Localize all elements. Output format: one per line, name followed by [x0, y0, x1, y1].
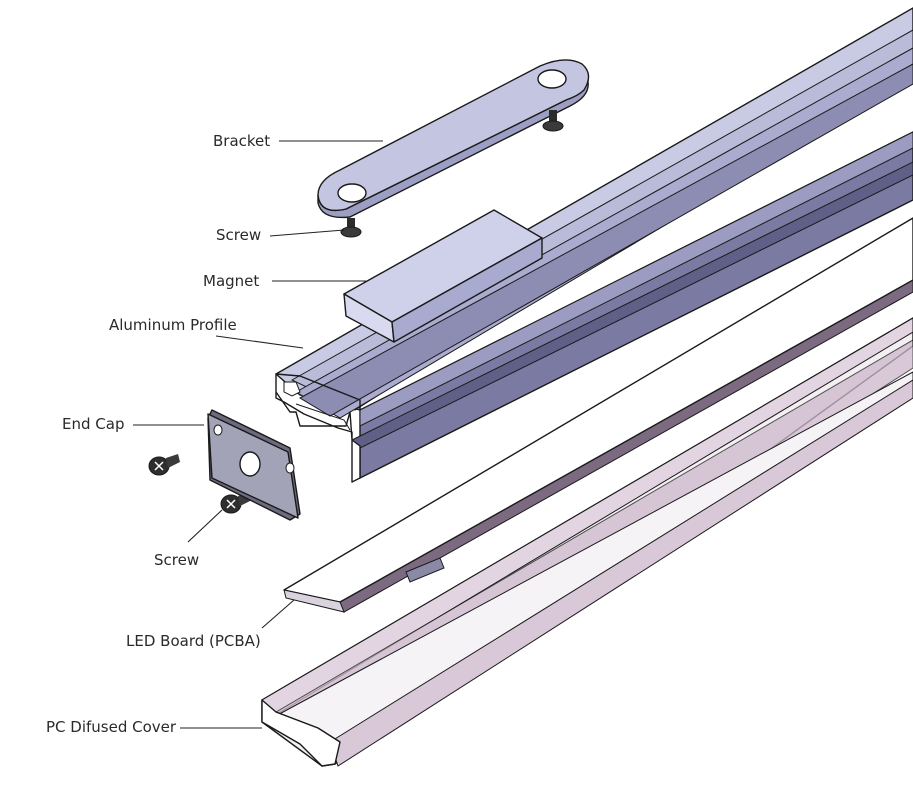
- end-cap-screw-left: [148, 454, 180, 476]
- label-screw-bottom: Screw: [154, 551, 200, 569]
- pc-cover-part: [261, 317, 913, 767]
- bracket-part: [317, 59, 590, 219]
- label-end-cap: End Cap: [62, 415, 125, 433]
- label-pc-cover: PC Difused Cover: [46, 718, 177, 736]
- label-screw-top: Screw: [216, 226, 262, 244]
- leader-lines: [133, 140, 383, 729]
- bracket-screw-bottom: [340, 218, 362, 238]
- label-magnet: Magnet: [203, 272, 260, 290]
- magnet-part: [343, 209, 543, 343]
- label-aluminum-profile: Aluminum Profile: [109, 316, 237, 334]
- bracket-screw-top: [542, 110, 564, 132]
- label-led-board: LED Board (PCBA): [126, 632, 261, 650]
- led-board-part: [283, 217, 913, 613]
- label-bracket: Bracket: [213, 132, 271, 150]
- end-cap-part: [207, 409, 301, 521]
